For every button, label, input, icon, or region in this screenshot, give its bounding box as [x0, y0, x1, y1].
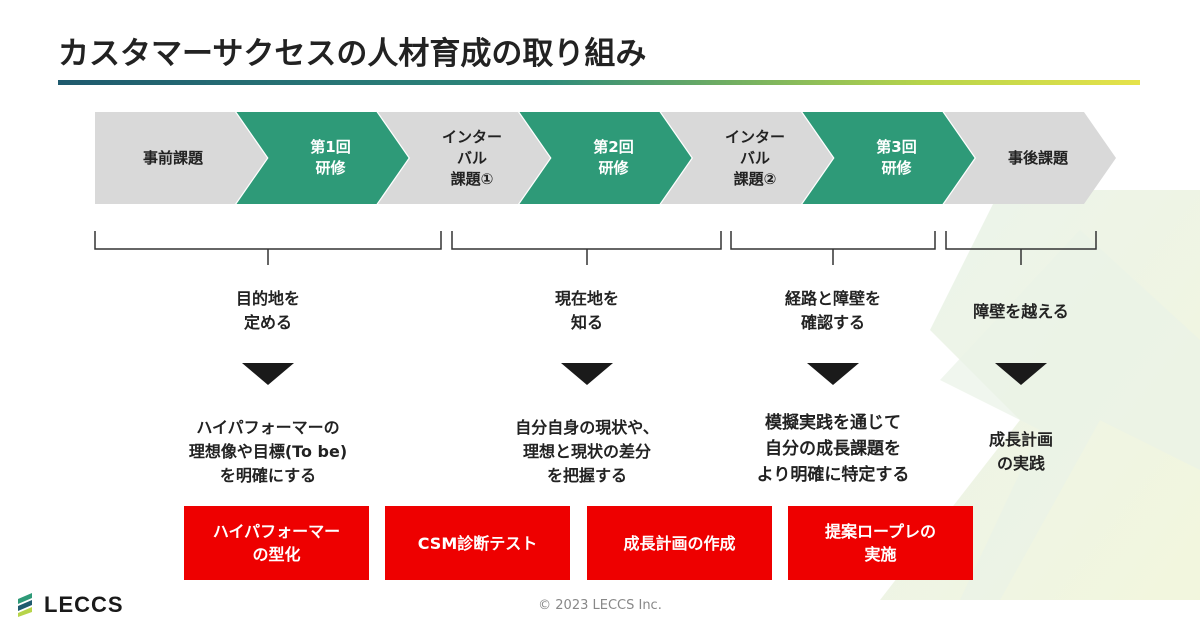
chevron-step-label-7: 事後課題: [976, 112, 1100, 204]
page-title: カスタマーサクセスの人材育成の取り組み: [58, 36, 647, 72]
brace-4: [945, 231, 1097, 265]
activity-box-4: 提案ロープレの実施: [788, 506, 973, 580]
chevron-step-text: 課題②: [733, 169, 777, 188]
chevron-step-label-3: インターバル課題①: [410, 112, 534, 204]
chevron-step-1: [95, 112, 267, 204]
chevron-step-label-4: 第2回研修: [552, 112, 676, 204]
goal-2: 現在地を知る: [554, 289, 619, 332]
down-arrow-icon: [561, 363, 613, 385]
chevron-step-text: 事後課題: [1007, 148, 1068, 167]
brace-1: [94, 231, 442, 265]
outcome-3: 模擬実践を通じて自分の成長課題をより明確に特定する: [756, 413, 910, 485]
chevron-step-5: [661, 112, 833, 204]
chevron-step-7: [944, 112, 1116, 204]
leccs-logo: LECCS: [18, 592, 124, 618]
chevron-step-3: [378, 112, 550, 204]
down-arrow-icon: [807, 363, 859, 385]
activity-box-3: 成長計画の作成: [587, 506, 772, 580]
logo-text: LECCS: [44, 592, 124, 617]
chevron-step-text: インター: [441, 127, 502, 146]
chevron-step-text: 課題①: [450, 169, 494, 188]
chevron-step-text: バル: [456, 148, 487, 167]
chevron-step-text: 事前課題: [142, 148, 203, 167]
chevron-step-label-5: インターバル課題②: [693, 112, 817, 204]
chevron-step-label-6: 第3回研修: [835, 112, 959, 204]
goal-3: 経路と障壁を確認する: [784, 289, 881, 332]
leccs-logo-icon: [18, 593, 32, 617]
down-arrow-icon: [242, 363, 294, 385]
activity-box-2: CSM診断テスト: [385, 506, 570, 580]
outcome-4: 成長計画の実践: [988, 430, 1053, 473]
chevron-step-label-2: 第1回研修: [269, 112, 393, 204]
brace-2: [451, 231, 722, 265]
outcome-2: 自分自身の現状や、理想と現状の差分を把握する: [515, 418, 659, 485]
chevron-step-text: 第2回: [593, 138, 634, 156]
goal-1: 目的地を定める: [235, 289, 300, 332]
chevron-step-text: 研修: [881, 159, 912, 177]
activity-box-1: ハイパフォーマーの型化: [184, 506, 369, 580]
down-arrow-icon: [995, 363, 1047, 385]
chevron-step-label-1: 事前課題: [95, 112, 251, 204]
chevron-step-4: [519, 112, 692, 204]
chevron-step-text: バル: [739, 148, 770, 167]
chevron-step-text: 第1回: [310, 138, 351, 156]
chevron-step-text: インター: [724, 127, 785, 146]
chevron-step-text: 研修: [315, 159, 346, 177]
copyright: © 2023 LECCS Inc.: [538, 598, 662, 613]
brace-lines: [94, 231, 1097, 265]
outcome-1: ハイパフォーマーの理想像や目標(To be)を明確にする: [188, 418, 348, 485]
chevron-step-text: 研修: [598, 159, 629, 177]
title-underline: [58, 80, 1140, 85]
chevron-step-text: 第3回: [876, 138, 917, 156]
chevron-step-2: [236, 112, 409, 204]
goal-4: 障壁を越える: [973, 302, 1069, 321]
chevron-step-6: [802, 112, 975, 204]
brace-3: [730, 231, 936, 265]
